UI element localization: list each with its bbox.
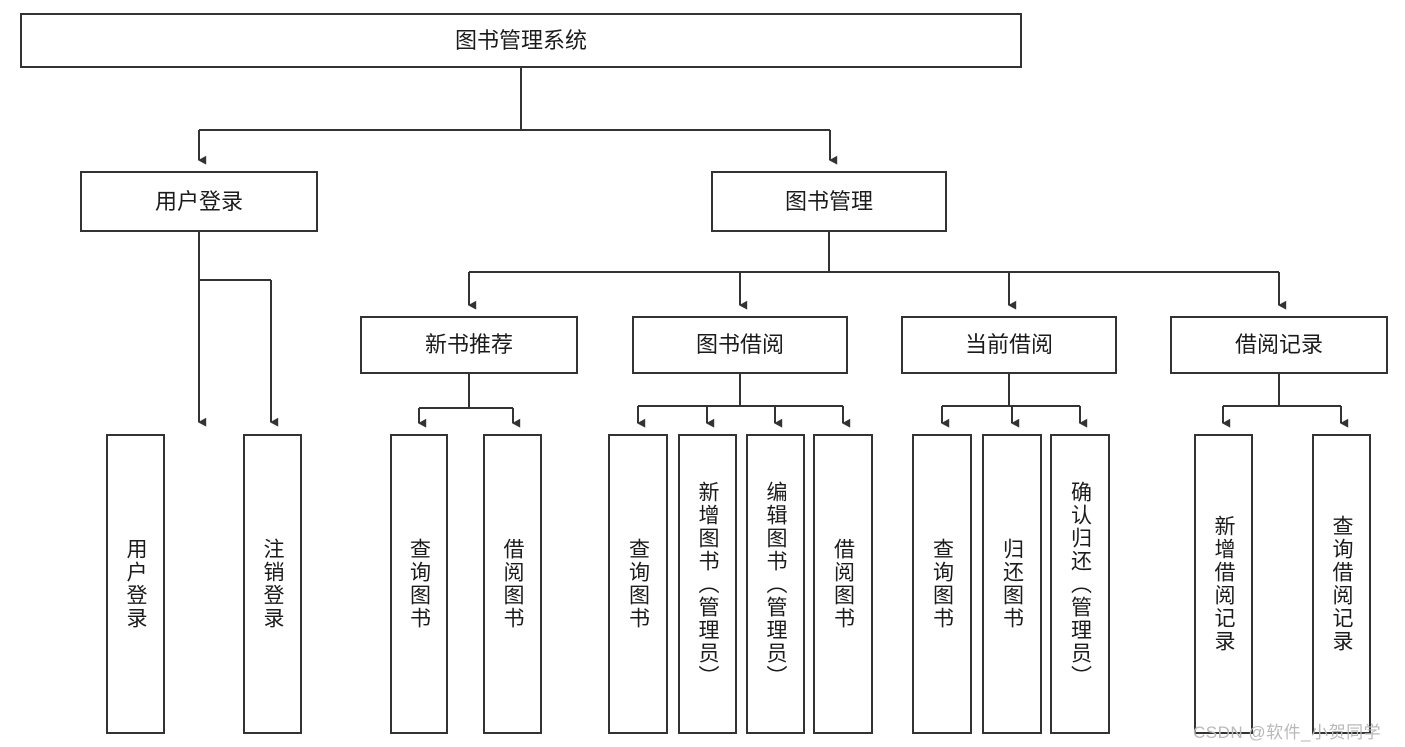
node-root[interactable]: 图书管理系统 (20, 13, 1022, 68)
edge-group-user-login (197, 232, 279, 427)
node-user-login[interactable]: 用户登录 (80, 171, 318, 232)
node-leaf-edit-book-admin-label: 编辑图书（管理员） (764, 480, 787, 688)
node-book-manage[interactable]: 图书管理 (711, 171, 947, 232)
node-current-borrow[interactable]: 当前借阅 (901, 316, 1117, 374)
node-leaf-edit-book-admin[interactable]: 编辑图书（管理员） (746, 434, 805, 734)
node-leaf-query-book-borrow-label: 查询图书 (626, 538, 650, 630)
edge-group-current-borrow (940, 374, 1088, 428)
edge-group-book-borrow (636, 374, 851, 428)
node-leaf-borrow-book[interactable]: 借阅图书 (813, 434, 873, 734)
node-new-book-recommend[interactable]: 新书推荐 (360, 316, 578, 374)
node-leaf-borrow-book-recommend-label: 借阅图书 (501, 538, 524, 630)
node-leaf-query-book-current-label: 查询图书 (930, 538, 954, 630)
node-borrow-records-label: 借阅记录 (1234, 332, 1323, 358)
node-leaf-query-book-current[interactable]: 查询图书 (912, 434, 972, 734)
node-leaf-user-login[interactable]: 用户登录 (106, 434, 165, 734)
node-borrow-records[interactable]: 借阅记录 (1170, 316, 1388, 374)
node-leaf-add-book-admin-label: 新增图书（管理员） (696, 480, 719, 688)
node-book-borrow-label: 图书借阅 (695, 332, 784, 358)
node-leaf-query-book-recommend-label: 查询图书 (407, 538, 431, 630)
node-leaf-confirm-return-admin[interactable]: 确认归还（管理员） (1050, 434, 1110, 734)
node-leaf-borrow-book-label: 借阅图书 (831, 538, 855, 630)
node-leaf-user-logout-label: 注销登录 (261, 538, 284, 630)
node-leaf-borrow-book-recommend[interactable]: 借阅图书 (483, 434, 542, 734)
node-leaf-query-book-borrow[interactable]: 查询图书 (608, 434, 668, 734)
node-user-login-label: 用户登录 (154, 188, 243, 214)
node-current-borrow-label: 当前借阅 (964, 332, 1053, 358)
node-leaf-return-book-label: 归还图书 (1000, 538, 1024, 630)
node-leaf-add-borrow-record[interactable]: 新增借阅记录 (1194, 434, 1253, 734)
edge-group-borrow-records (1221, 374, 1349, 428)
node-leaf-add-borrow-record-label: 新增借阅记录 (1212, 515, 1235, 653)
node-leaf-query-borrow-record[interactable]: 查询借阅记录 (1312, 434, 1371, 734)
node-root-label: 图书管理系统 (454, 27, 587, 53)
edge-group-new-book-recommend (417, 374, 521, 428)
edge-group-root (197, 68, 838, 165)
node-leaf-user-logout[interactable]: 注销登录 (243, 434, 302, 734)
edge-group-book-manage (467, 232, 1287, 310)
node-book-manage-label: 图书管理 (784, 188, 873, 214)
node-book-borrow[interactable]: 图书借阅 (632, 316, 848, 374)
node-leaf-user-login-label: 用户登录 (124, 538, 147, 630)
watermark: CSDN @软件_小贺同学 (1193, 723, 1382, 742)
node-leaf-return-book[interactable]: 归还图书 (982, 434, 1042, 734)
node-leaf-add-book-admin[interactable]: 新增图书（管理员） (678, 434, 737, 734)
node-leaf-query-borrow-record-label: 查询借阅记录 (1330, 515, 1353, 653)
node-leaf-query-book-recommend[interactable]: 查询图书 (390, 434, 448, 734)
node-leaf-confirm-return-admin-label: 确认归还（管理员） (1068, 480, 1092, 688)
node-new-book-recommend-label: 新书推荐 (424, 332, 513, 358)
